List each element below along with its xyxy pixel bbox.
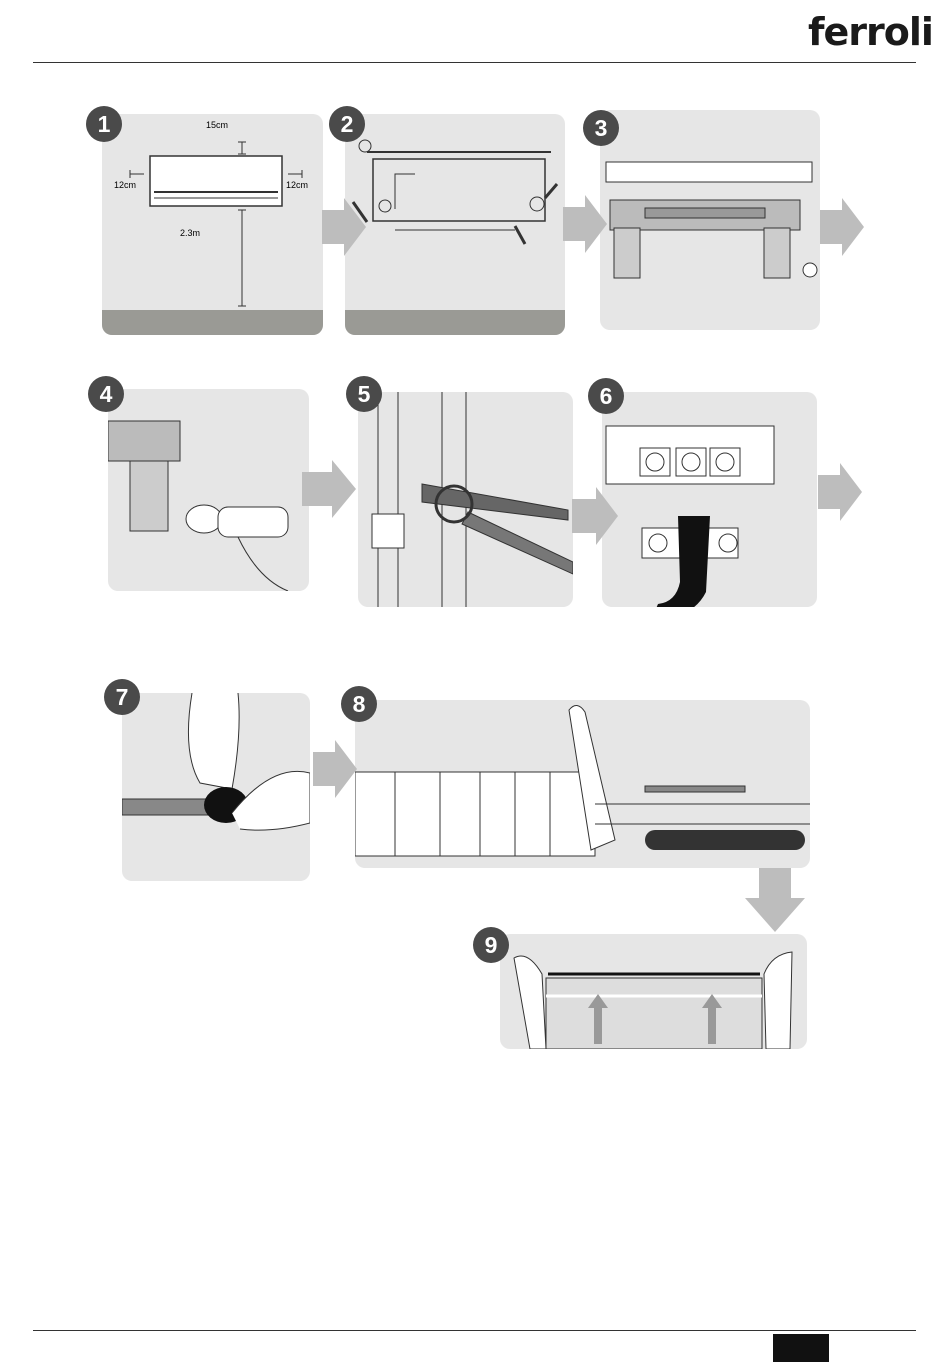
arrow-right-icon: [818, 463, 864, 521]
arrow-right-icon: [563, 195, 609, 253]
step-badge-3: 3: [583, 110, 619, 146]
step-badge-2: 2: [329, 106, 365, 142]
step-5-illustration: [358, 392, 573, 607]
arrow-right-icon: [322, 198, 368, 256]
arrow-down-icon: [745, 868, 805, 932]
step-1-illustration: 15cm 12cm 12cm 2.3m: [102, 114, 323, 335]
step-4-panel: [108, 389, 309, 591]
step-9-panel: [500, 934, 807, 1049]
brand-logo: ferroli: [808, 10, 933, 54]
step-3-panel: [600, 110, 820, 330]
step-7-panel: [122, 693, 310, 881]
step-7-illustration: [122, 693, 310, 881]
step-2-illustration: [345, 114, 565, 335]
step-badge-8: 8: [341, 686, 377, 722]
step-badge-1: 1: [86, 106, 122, 142]
step-badge-9: 9: [473, 927, 509, 963]
footer-rule: [33, 1330, 916, 1331]
step-4-illustration: [108, 389, 309, 591]
step-2-panel: [345, 114, 565, 335]
step-6-illustration: [602, 392, 817, 607]
arrow-right-icon: [313, 740, 359, 798]
step-8-panel: [355, 700, 810, 868]
page-number-box: [773, 1334, 829, 1362]
arrow-right-icon: [820, 198, 866, 256]
step-badge-4: 4: [88, 376, 124, 412]
step-9-illustration: [500, 934, 807, 1049]
label-height: 2.3m: [180, 228, 200, 238]
label-top-clearance: 15cm: [206, 120, 228, 130]
label-left-clearance: 12cm: [114, 180, 136, 190]
step-badge-7: 7: [104, 679, 140, 715]
step-1-panel: 15cm 12cm 12cm 2.3m: [102, 114, 323, 335]
step-6-panel: [602, 392, 817, 607]
label-right-clearance: 12cm: [286, 180, 308, 190]
step-3-illustration: [600, 110, 820, 330]
step-badge-5: 5: [346, 376, 382, 412]
arrow-right-icon: [572, 487, 620, 545]
arrow-right-icon: [302, 460, 358, 518]
header-rule: [33, 62, 916, 63]
step-8-illustration: [355, 700, 810, 868]
step-badge-6: 6: [588, 378, 624, 414]
step-5-panel: [358, 392, 573, 607]
